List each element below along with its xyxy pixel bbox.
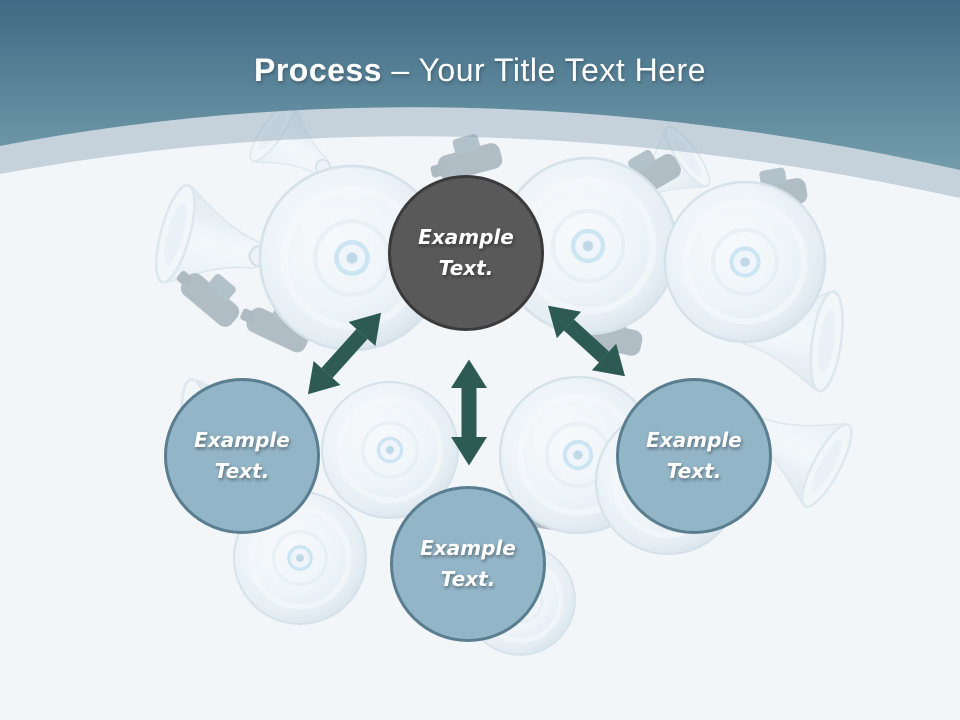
node-label-line: Example — [194, 428, 290, 452]
node-label-line: Example — [418, 225, 514, 249]
node-label-line: Text. — [214, 459, 270, 483]
node-top-circle[interactable]: Example Text. — [388, 175, 544, 331]
node-label-line: Example — [420, 536, 516, 560]
header-underband — [0, 107, 960, 198]
node-label-line: Example — [646, 428, 742, 452]
double-arrow-top-to-left-icon — [307, 312, 382, 395]
node-label-line: Text. — [440, 567, 496, 591]
slide-title[interactable]: Process – Your Title Text Here — [0, 52, 960, 89]
node-left-circle[interactable]: Example Text. — [164, 378, 320, 534]
node-right-circle[interactable]: Example Text. — [616, 378, 772, 534]
node-label-line: Text. — [666, 459, 722, 483]
double-arrow-top-to-right-icon — [547, 305, 626, 377]
node-bottom-circle[interactable]: Example Text. — [390, 486, 546, 642]
slide-title-emphasis: Process — [253, 52, 383, 88]
node-label-line: Text. — [438, 256, 494, 280]
header-band — [0, 0, 960, 170]
slide-title-rest: – Your Title Text Here — [391, 52, 706, 88]
